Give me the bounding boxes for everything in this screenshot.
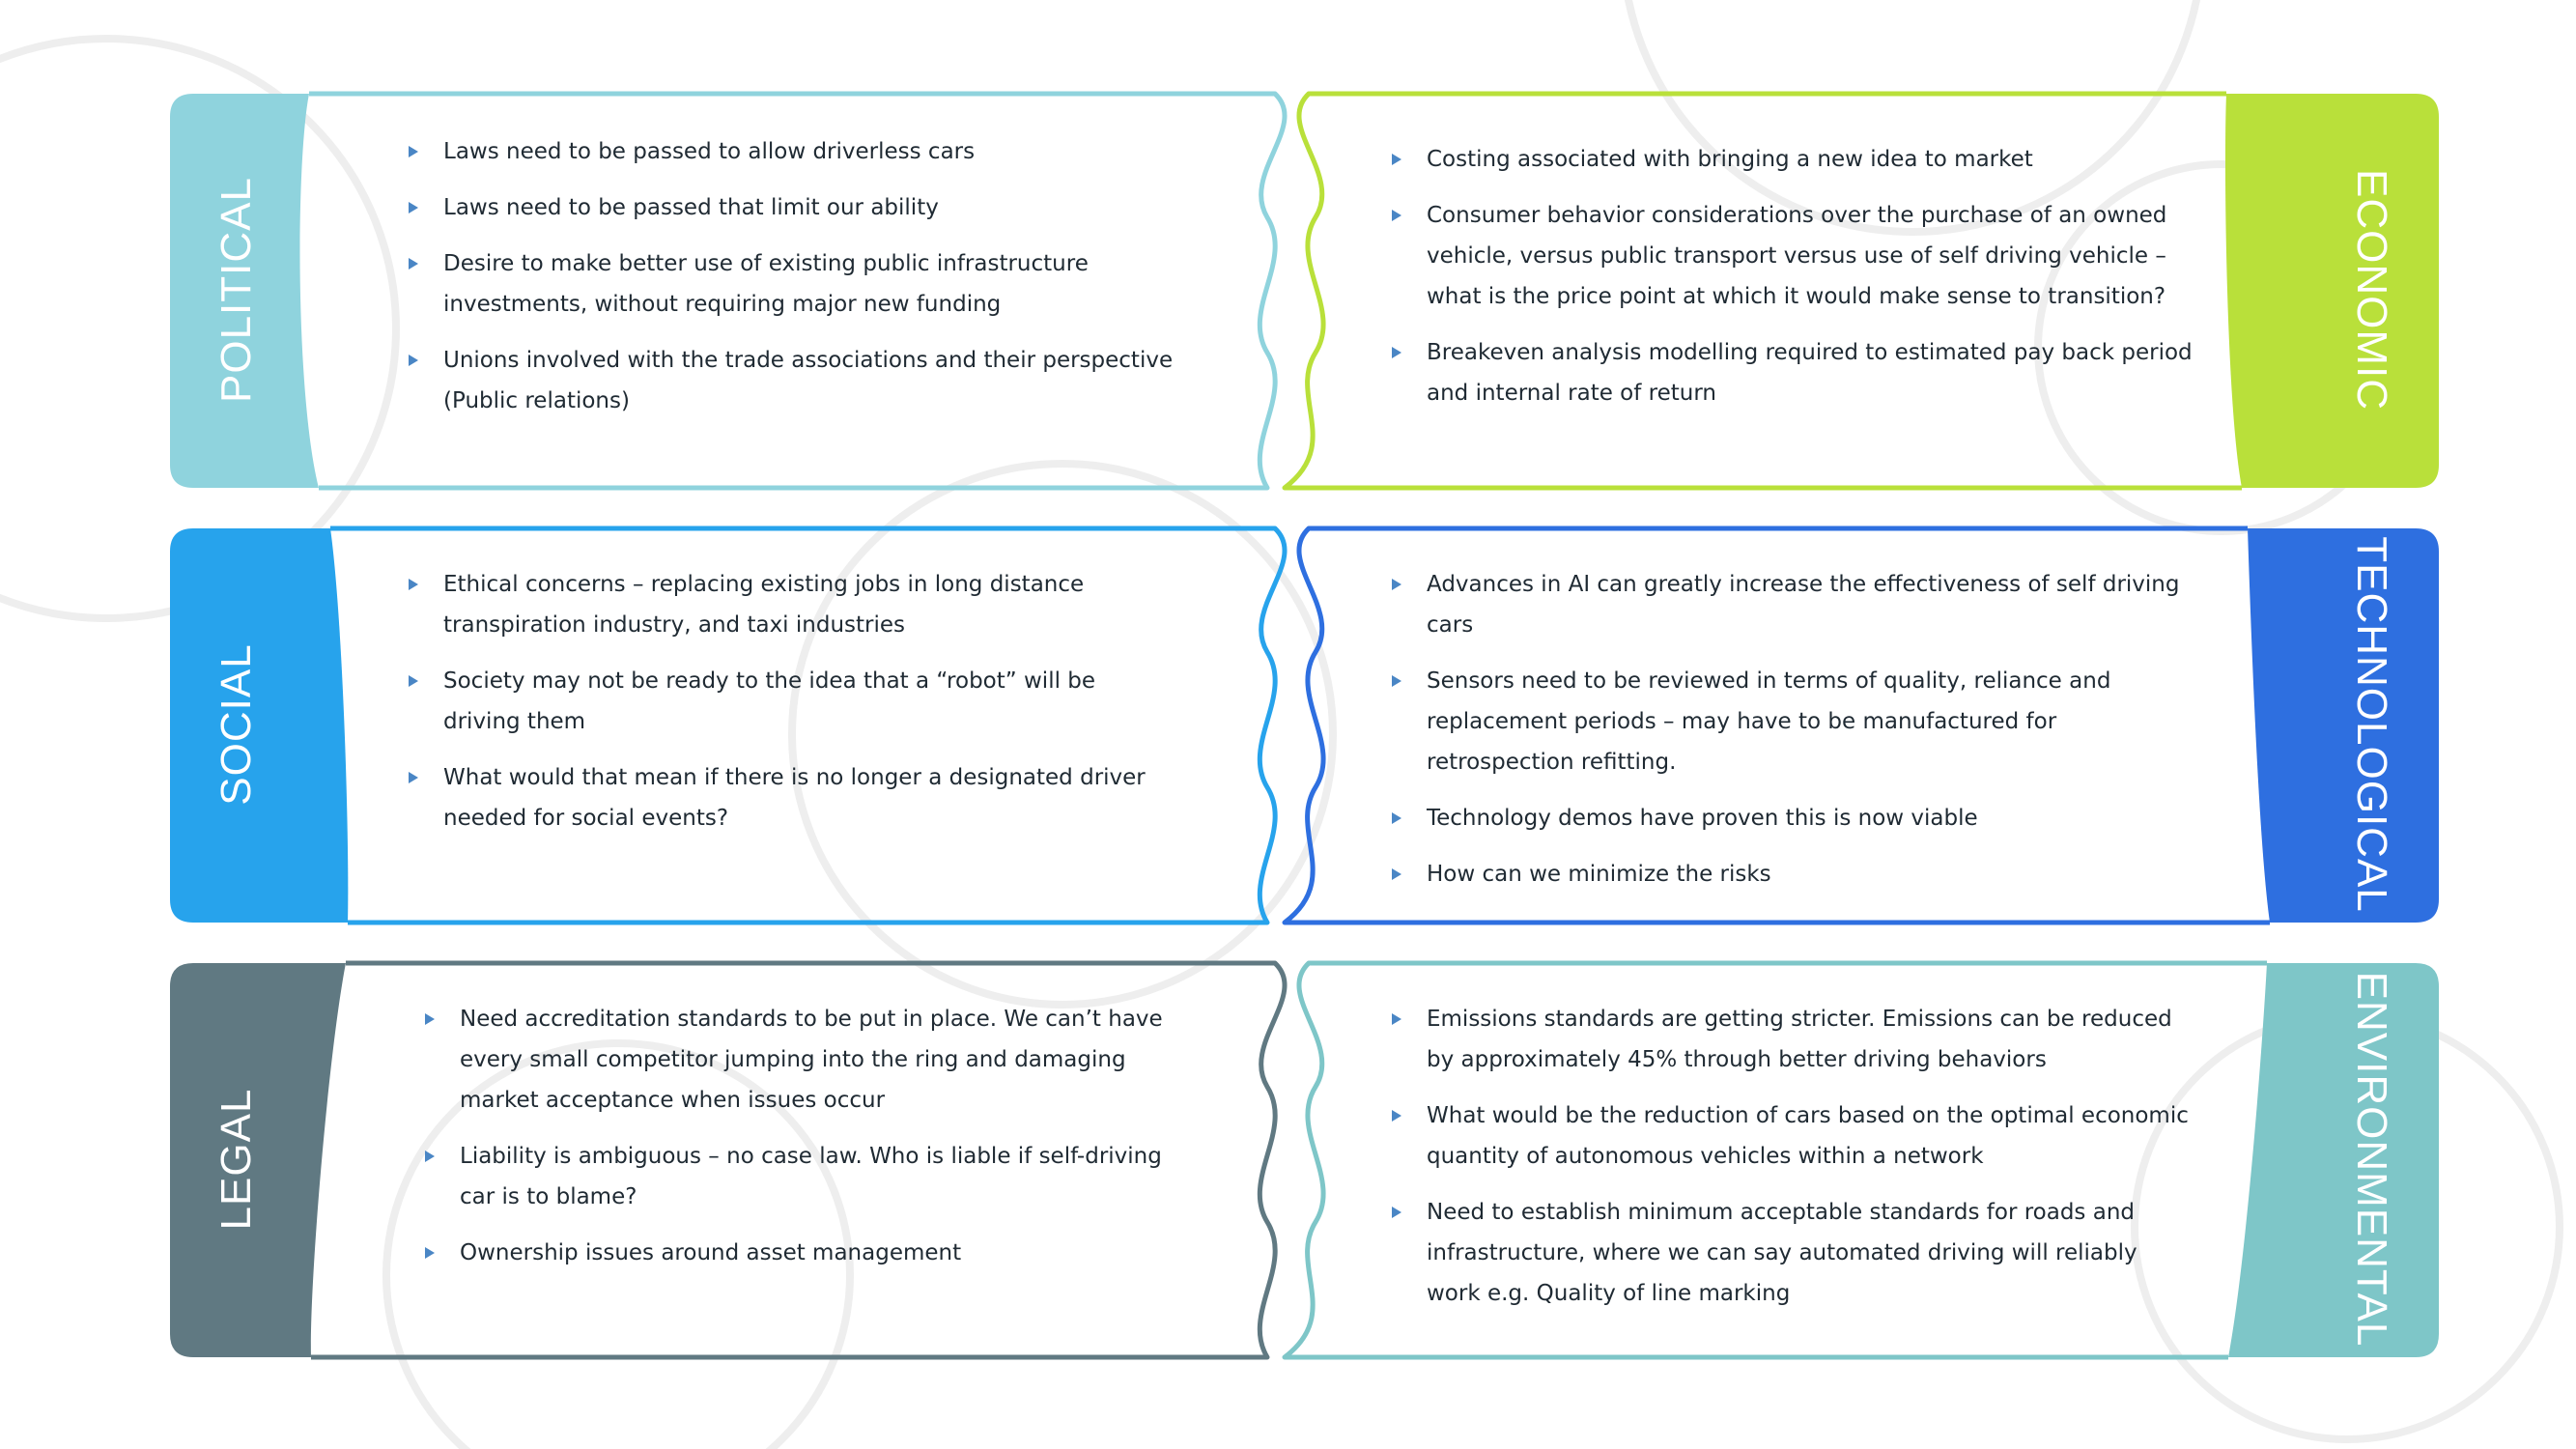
panel-economic (1282, 91, 2439, 491)
list-item: Desire to make better use of existing pu… (409, 243, 1181, 325)
panel-technological (1282, 526, 2439, 925)
panel-social-outline (330, 526, 1288, 925)
panel-political (170, 91, 1288, 491)
environmental-bullets: Emissions standards are getting stricter… (1392, 999, 2194, 1329)
list-item: Technology demos have proven this is now… (1392, 798, 2203, 838)
technological-bullets: Advances in AI can greatly increase the … (1392, 564, 2203, 910)
list-item: Emissions standards are getting stricter… (1392, 999, 2194, 1080)
panel-environmental-band (2228, 963, 2439, 1357)
list-item: How can we minimize the risks (1392, 854, 2203, 895)
label-political: POLITICAL (212, 177, 260, 403)
panel-legal-outline (311, 960, 1288, 1360)
bullet-arrow-icon (425, 1247, 435, 1259)
bullet-arrow-icon (1392, 812, 1401, 824)
bullet-text: Advances in AI can greatly increase the … (1427, 572, 2180, 638)
bullet-text: Ownership issues around asset management (460, 1240, 962, 1265)
bullet-text: Society may not be ready to the idea tha… (443, 668, 1096, 734)
list-item: Consumer behavior considerations over th… (1392, 195, 2194, 317)
bullet-arrow-icon (409, 258, 418, 270)
bullet-arrow-icon (1392, 154, 1401, 165)
label-environmental: ENVIRONMENTAL (2348, 971, 2395, 1348)
label-social: SOCIAL (212, 643, 260, 806)
panel-social-band (170, 528, 349, 923)
panel-political-band (170, 94, 319, 488)
bullet-text: Breakeven analysis modelling required to… (1427, 340, 2193, 406)
bullet-text: Ethical concerns – replacing existing jo… (443, 572, 1085, 638)
bullet-arrow-icon (409, 146, 418, 157)
bullet-text: Technology demos have proven this is now… (1427, 806, 1978, 831)
panel-legal-band (170, 963, 346, 1357)
list-item: Sensors need to be reviewed in terms of … (1392, 661, 2203, 782)
bg-circle-left (0, 35, 400, 622)
bg-circle-bottom (382, 1039, 854, 1449)
list-item: Laws need to be passed that limit our ab… (409, 187, 1181, 228)
list-item: Ownership issues around asset management (425, 1233, 1178, 1273)
bg-circle-top (1625, 0, 2200, 236)
bullet-arrow-icon (1392, 210, 1401, 221)
panel-political-outline (309, 91, 1288, 491)
bullet-text: What would that mean if there is no long… (443, 765, 1146, 831)
panel-environmental (1282, 960, 2439, 1360)
bullet-text: What would be the reduction of cars base… (1427, 1103, 2189, 1169)
bullet-text: Laws need to be passed to allow driverle… (443, 139, 976, 164)
bullet-text: Sensors need to be reviewed in terms of … (1427, 668, 2111, 775)
label-legal: LEGAL (212, 1088, 260, 1231)
label-economic: ECONOMIC (2348, 169, 2395, 411)
bullet-text: Need to establish minimum acceptable sta… (1427, 1200, 2137, 1306)
bullet-arrow-icon (409, 202, 418, 213)
list-item: Ethical concerns – replacing existing jo… (409, 564, 1162, 645)
economic-bullets: Costing associated with bringing a new i… (1392, 139, 2194, 429)
panel-economic-band (2224, 94, 2439, 488)
bullet-arrow-icon (425, 1013, 435, 1025)
bullet-text: Unions involved with the trade associati… (443, 348, 1174, 413)
bullet-text: Costing associated with bringing a new i… (1427, 147, 2033, 172)
list-item: Need accreditation standards to be put i… (425, 999, 1178, 1121)
bullet-text: Desire to make better use of existing pu… (443, 251, 1089, 317)
list-item: Laws need to be passed to allow driverle… (409, 131, 1181, 172)
panel-technological-outline (1282, 526, 2270, 925)
list-item: Liability is ambiguous – no case law. Wh… (425, 1136, 1178, 1217)
bullet-arrow-icon (409, 772, 418, 783)
bullet-arrow-icon (1392, 347, 1401, 358)
label-technological: TECHNOLOGICAL (2348, 536, 2395, 913)
bullet-arrow-icon (1392, 1207, 1401, 1218)
panel-legal (170, 960, 1288, 1360)
bullet-arrow-icon (409, 579, 418, 590)
list-item: Society may not be ready to the idea tha… (409, 661, 1162, 742)
bullet-arrow-icon (1392, 868, 1401, 880)
list-item: Need to establish minimum acceptable sta… (1392, 1192, 2194, 1314)
panel-social (170, 526, 1288, 925)
bullet-text: How can we minimize the risks (1427, 862, 1771, 887)
bullet-arrow-icon (425, 1151, 435, 1162)
bullet-arrow-icon (1392, 1013, 1401, 1025)
bullet-arrow-icon (1392, 579, 1401, 590)
bullet-text: Laws need to be passed that limit our ab… (443, 195, 939, 220)
political-bullets: Laws need to be passed to allow driverle… (409, 131, 1181, 437)
panel-environmental-outline (1282, 960, 2267, 1360)
bullet-text: Consumer behavior considerations over th… (1427, 203, 2167, 309)
list-item: Unions involved with the trade associati… (409, 340, 1181, 421)
panel-economic-outline (1282, 91, 2242, 491)
list-item: What would be the reduction of cars base… (1392, 1095, 2194, 1177)
bullet-arrow-icon (409, 675, 418, 687)
bullet-arrow-icon (1392, 675, 1401, 687)
list-item: Breakeven analysis modelling required to… (1392, 332, 2194, 413)
list-item: Advances in AI can greatly increase the … (1392, 564, 2203, 645)
bullet-arrow-icon (1392, 1110, 1401, 1122)
bullet-text: Need accreditation standards to be put i… (460, 1007, 1163, 1113)
legal-bullets: Need accreditation standards to be put i… (425, 999, 1178, 1289)
bg-circle-mid (788, 460, 1337, 1009)
panel-technological-band (2248, 528, 2439, 923)
bullet-arrow-icon (409, 355, 418, 366)
list-item: Costing associated with bringing a new i… (1392, 139, 2194, 180)
list-item: What would that mean if there is no long… (409, 757, 1162, 838)
bullet-text: Liability is ambiguous – no case law. Wh… (460, 1144, 1162, 1209)
bullet-text: Emissions standards are getting stricter… (1427, 1007, 2172, 1072)
social-bullets: Ethical concerns – replacing existing jo… (409, 564, 1162, 854)
